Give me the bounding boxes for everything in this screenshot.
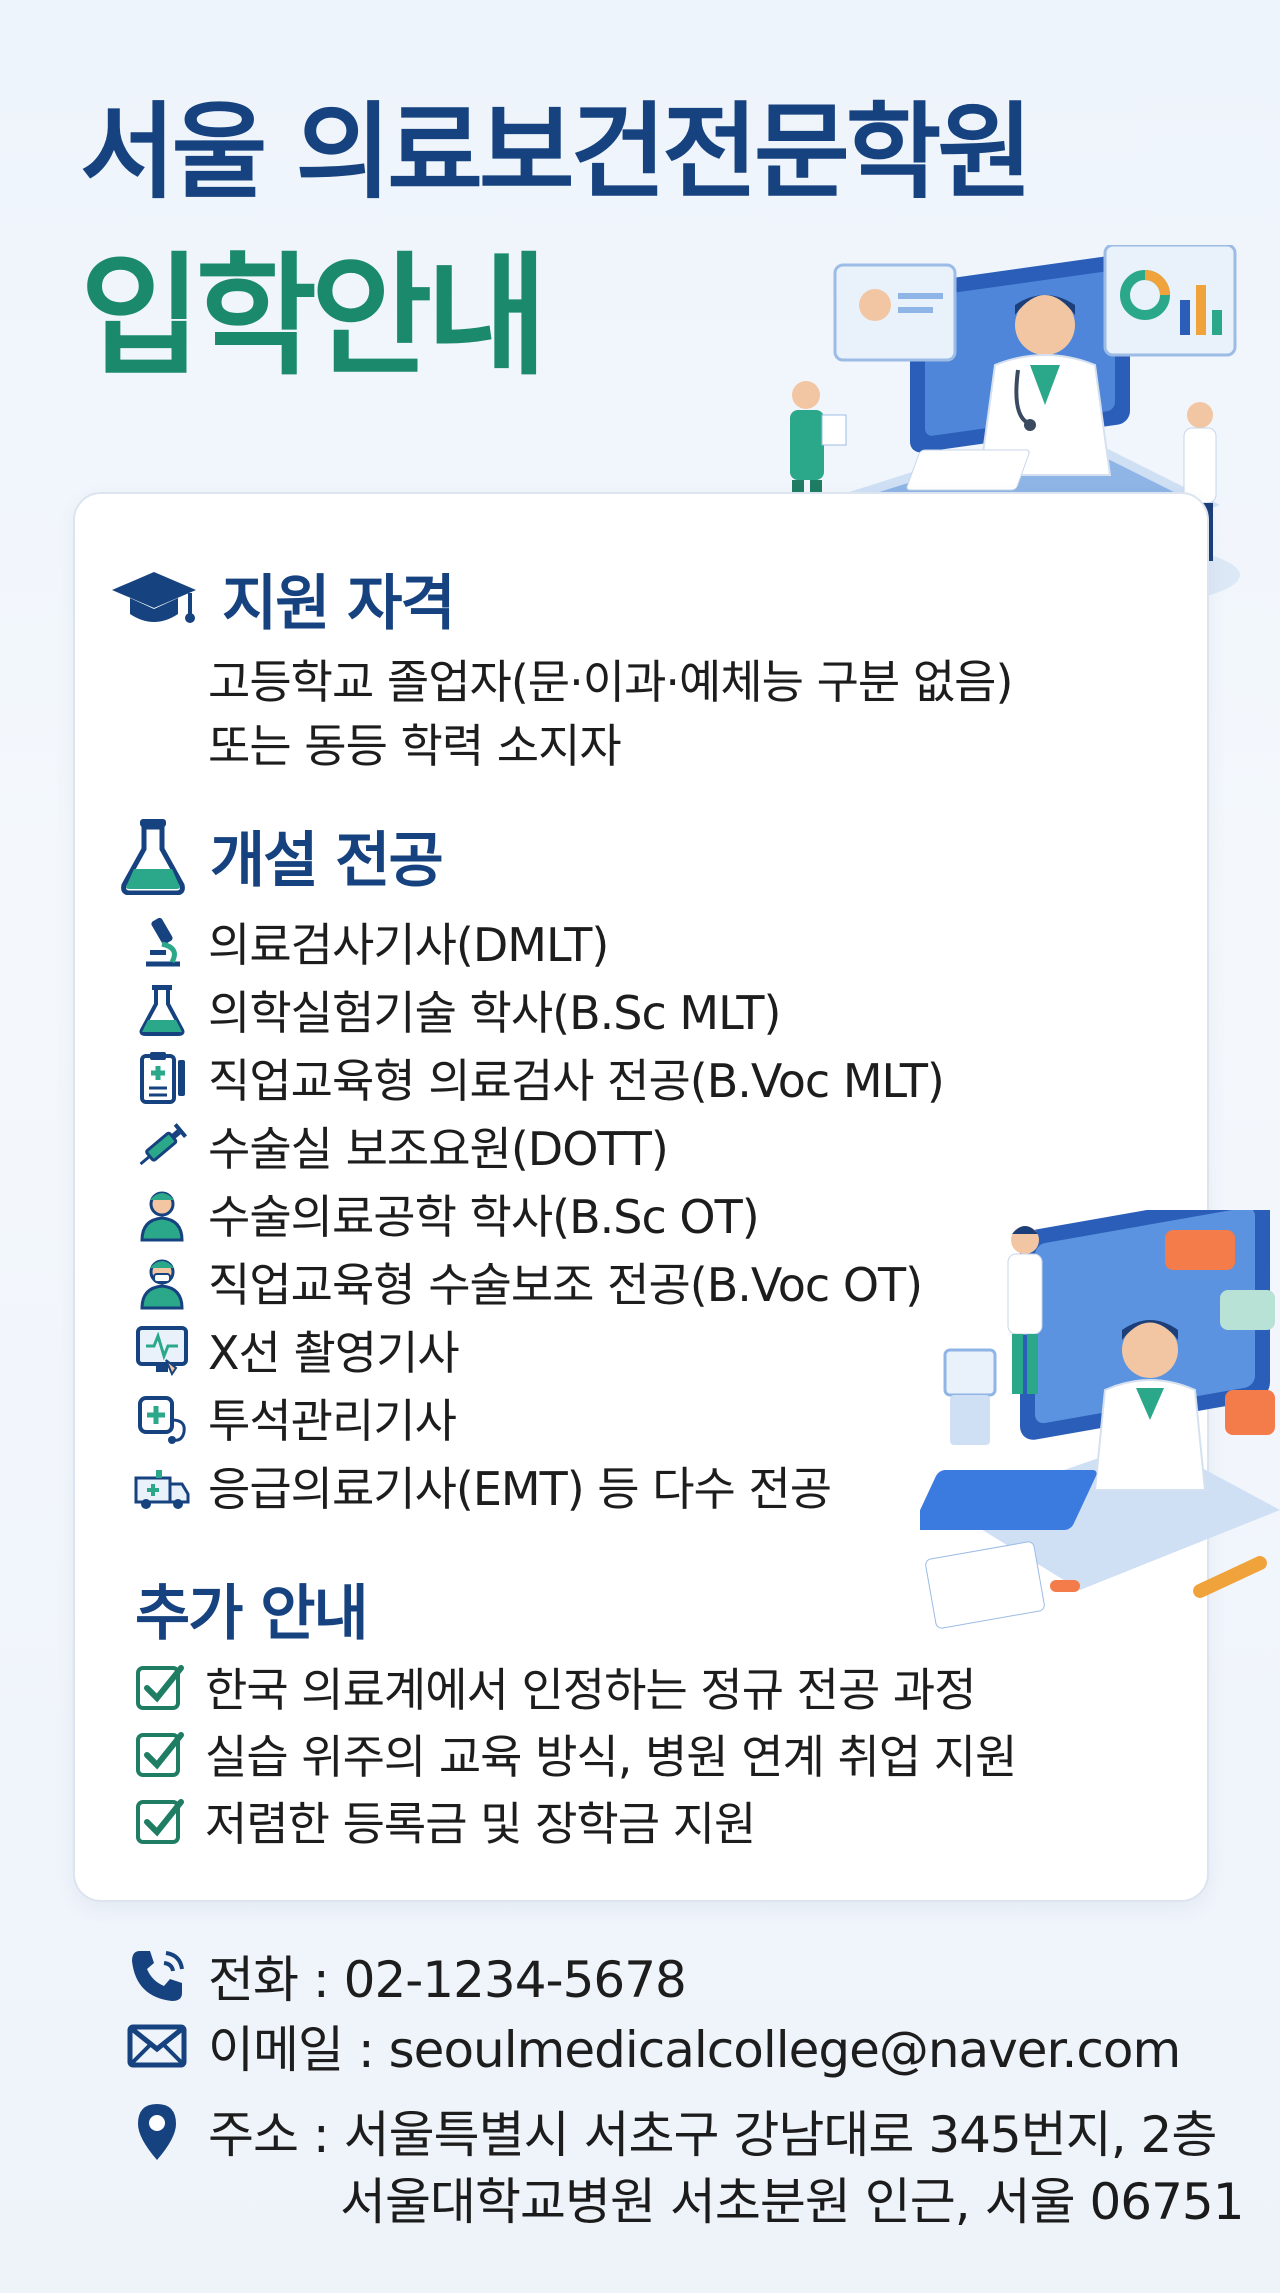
contact-address: 주소 : 서울특별시 서초구 강남대로 345번지, 2층 — [126, 2095, 1217, 2167]
contact-email: 이메일 : seoulmedicalcollege@naver.com — [126, 2010, 1181, 2082]
surgeon-icon — [140, 1259, 184, 1310]
address-line-1: 주소 : 서울특별시 서초구 강남대로 345번지, 2층 — [208, 2106, 1217, 2164]
list-item: X선 촬영기사 — [132, 1316, 460, 1384]
list-item: 수술실 보조요원(DOTT) — [132, 1112, 669, 1180]
list-item: 응급의료기사(EMT) 등 다수 전공 — [132, 1452, 832, 1520]
phone-icon — [132, 1951, 184, 2001]
location-pin-icon — [138, 2104, 176, 2160]
major-label: 직업교육형 의료검사 전공(B.Voc MLT) — [208, 1054, 945, 1108]
page-title: 서울 의료보건전문학원 — [80, 91, 1033, 213]
qualification-line-1: 고등학교 졸업자(문·이과·예체능 구분 없음) — [208, 655, 1013, 709]
major-label: 응급의료기사(EMT) 등 다수 전공 — [208, 1462, 832, 1516]
dialysis-icon — [138, 1396, 186, 1444]
list-item: 수술의료공학 학사(B.Sc OT) — [132, 1180, 760, 1248]
checkbox-checked-icon — [136, 1665, 184, 1710]
checkbox-checked-icon — [136, 1799, 184, 1844]
additional-item-label: 저렴한 등록금 및 장학금 지원 — [205, 1797, 756, 1851]
list-item: 의료검사기사(DMLT) — [132, 908, 609, 976]
doctor-monitor-illustration — [920, 1210, 1280, 1629]
list-item: 의학실험기술 학사(B.Sc MLT) — [132, 976, 781, 1044]
phone-text: 전화 : 02-1234-5678 — [208, 1951, 687, 2009]
graduation-cap-icon — [112, 571, 196, 623]
list-item: 직업교육형 의료검사 전공(B.Voc MLT) — [132, 1044, 945, 1112]
list-item: 투석관리기사 — [132, 1384, 457, 1452]
microscope-icon — [146, 917, 180, 967]
additional-title: 추가 안내 — [135, 1579, 369, 1649]
major-label: X선 촬영기사 — [208, 1326, 460, 1380]
info-card — [73, 492, 1209, 1902]
list-item: 직업교육형 수술보조 전공(B.Voc OT) — [132, 1248, 923, 1316]
list-item: 한국 의료계에서 인정하는 정규 전공 과정 — [135, 1653, 977, 1721]
list-item: 저렴한 등록금 및 장학금 지원 — [135, 1787, 756, 1855]
syringe-icon — [139, 1123, 188, 1166]
major-label: 의학실험기술 학사(B.Sc MLT) — [208, 986, 781, 1040]
additional-item-label: 한국 의료계에서 인정하는 정규 전공 과정 — [205, 1663, 977, 1717]
major-label: 직업교육형 수술보조 전공(B.Voc OT) — [208, 1258, 923, 1312]
major-label: 수술실 보조요원(DOTT) — [208, 1122, 669, 1176]
email-text: 이메일 : seoulmedicalcollege@naver.com — [208, 2021, 1181, 2079]
contact-phone: 전화 : 02-1234-5678 — [126, 1940, 687, 2012]
list-item: 실습 위주의 교육 방식, 병원 연계 취업 지원 — [135, 1720, 1017, 1788]
doctor-laptop-illustration — [790, 245, 1240, 615]
additional-heading: 추가 안내 — [135, 1565, 369, 1652]
qualification-line-2: 또는 동등 학력 소지자 — [208, 719, 622, 773]
major-label: 투석관리기사 — [208, 1394, 457, 1448]
qualification-heading: 지원 자격 — [110, 555, 456, 642]
major-label: 수술의료공학 학사(B.Sc OT) — [208, 1190, 760, 1244]
xray-monitor-icon — [136, 1326, 188, 1377]
major-label: 의료검사기사(DMLT) — [208, 918, 609, 972]
majors-title: 개설 전공 — [210, 826, 444, 896]
flask-icon — [139, 985, 185, 1036]
mail-icon — [127, 2024, 187, 2068]
address-line-2: 서울대학교병원 서초분원 인근, 서울 06751 — [340, 2173, 1245, 2231]
ambulance-icon — [134, 1470, 190, 1509]
clipboard-icon — [140, 1052, 185, 1104]
surgeon-icon — [140, 1191, 184, 1242]
additional-item-label: 실습 위주의 교육 방식, 병원 연계 취업 지원 — [205, 1730, 1017, 1784]
page-subtitle: 입학안내 — [80, 240, 548, 394]
flask-icon — [121, 818, 185, 895]
checkbox-checked-icon — [136, 1732, 184, 1777]
qualification-text: 고등학교 졸업자(문·이과·예체능 구분 없음) 또는 동등 학력 소지자 — [208, 650, 1013, 778]
majors-heading: 개설 전공 — [120, 812, 444, 899]
qualification-title: 지원 자격 — [222, 569, 456, 639]
